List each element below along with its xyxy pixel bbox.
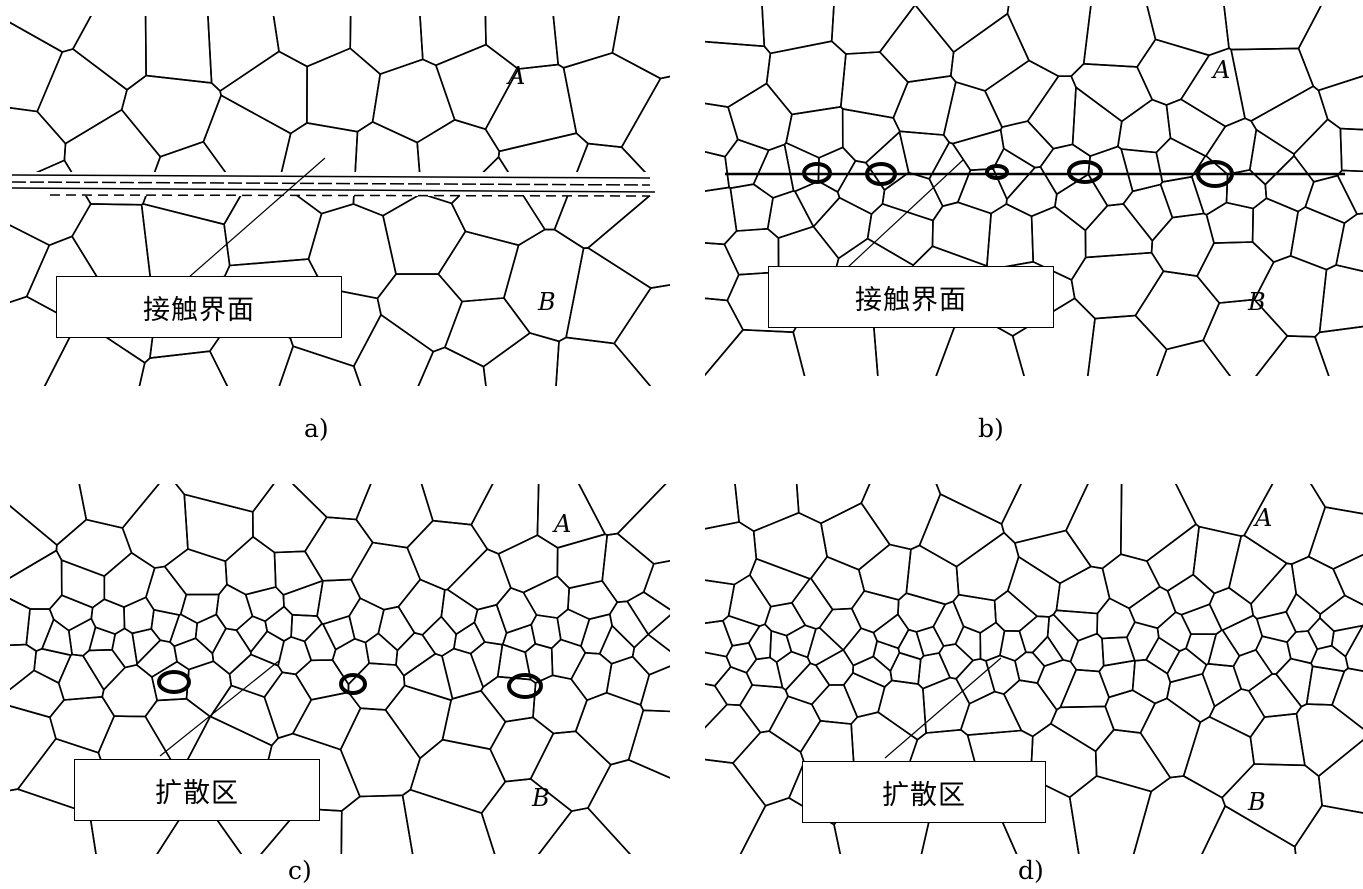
material-a-label: A [1213, 56, 1231, 84]
material-a-label: A [1255, 504, 1273, 532]
material-b-label: B [1248, 788, 1266, 816]
panel-b: A B 接触界面 [705, 0, 1363, 380]
void [985, 164, 1009, 180]
panel-a: A B 接触界面 [10, 10, 670, 390]
void [1067, 160, 1103, 184]
leader-line [846, 159, 964, 269]
material-b-label: B [1248, 288, 1266, 316]
caption-c: c) [288, 856, 312, 885]
leader-line [884, 657, 1002, 759]
panel-d: A B 扩散区 [705, 478, 1363, 858]
contact-interface-label: 接触界面 [56, 276, 342, 338]
caption-d: d) [1018, 856, 1044, 885]
void [1196, 160, 1234, 188]
grain-structure-a [10, 10, 670, 390]
material-b-label: B [532, 784, 550, 812]
caption-a: a) [304, 414, 329, 443]
contact-interface-label: 接触界面 [768, 266, 1054, 328]
material-a-label: A [554, 510, 572, 538]
diffusion-zone-label: 扩散区 [74, 759, 320, 821]
leader-line [187, 157, 326, 279]
grain-structure-d [705, 478, 1363, 858]
material-a-label: A [508, 62, 526, 90]
void [157, 670, 191, 694]
contact-interface-line [11, 174, 656, 197]
void [339, 673, 367, 695]
caption-b: b) [978, 414, 1004, 443]
leader-line [159, 659, 281, 757]
material-b-label: B [538, 288, 556, 316]
panel-c: A B 扩散区 [10, 478, 670, 858]
diffusion-zone-label: 扩散区 [802, 761, 1046, 823]
void [802, 162, 832, 184]
void [507, 673, 543, 699]
void [865, 162, 897, 186]
